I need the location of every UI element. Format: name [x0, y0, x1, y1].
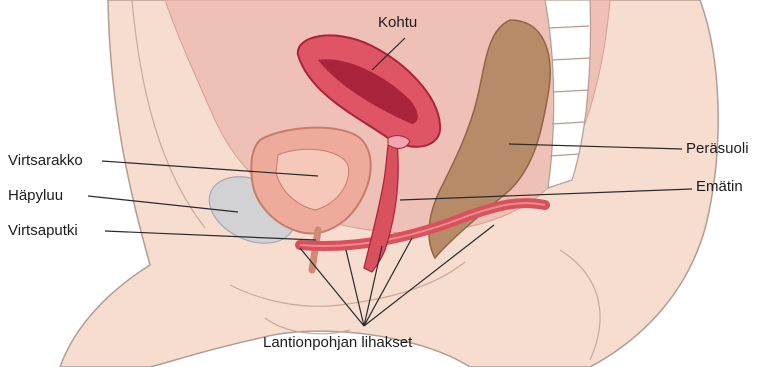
label-lantionpohjan-lihakset: Lantionpohjan lihakset — [263, 334, 412, 352]
label-perasuoli: Peräsuoli — [686, 140, 749, 158]
label-virtsaputki: Virtsaputki — [8, 222, 78, 240]
label-kohtu: Kohtu — [378, 14, 417, 32]
label-hapyluu: Häpyluu — [8, 187, 63, 205]
label-virtsarakko: Virtsarakko — [8, 152, 83, 170]
label-ematin: Emätin — [696, 178, 743, 196]
